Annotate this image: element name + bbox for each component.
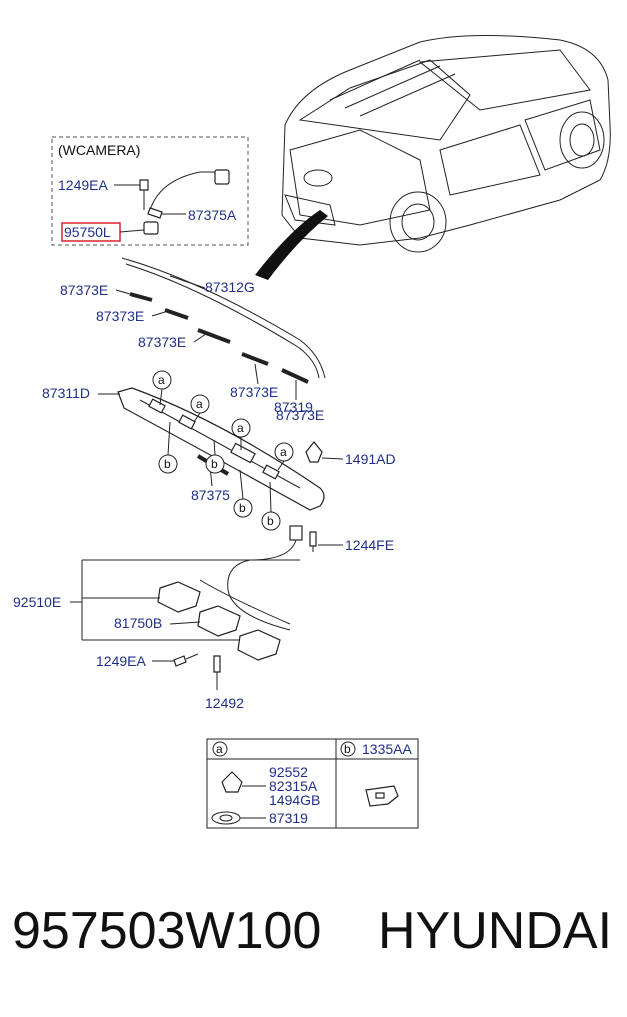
label-87375A: 87375A: [188, 207, 237, 223]
vehicle-illustration: [255, 34, 611, 280]
wiring-harness: 1244FE 92510E 81750B 1249EA 12492: [13, 525, 394, 711]
callout-b: b: [158, 421, 178, 474]
callout-b: b: [205, 439, 225, 474]
svg-text:a: a: [158, 373, 165, 387]
label-1249EA-camera: 1249EA: [58, 177, 108, 193]
camera-inset: (WCAMERA) 1249EA 87375A 95750L: [51, 136, 249, 246]
callout-a: a: [274, 442, 294, 471]
label-1491AD: 1491AD: [345, 451, 396, 467]
callout-b: b: [233, 469, 253, 518]
legend-a-part-3: 1494GB: [269, 792, 320, 808]
svg-text:b: b: [267, 514, 274, 528]
legend-a-washer: 87319: [269, 810, 308, 826]
svg-text:b: b: [164, 457, 171, 471]
callouts: a a a a b b b b: [152, 370, 294, 531]
legend-b-letter: b: [344, 742, 351, 756]
label-1244FE: 1244FE: [345, 537, 394, 553]
svg-text:b: b: [211, 457, 218, 471]
trim-molding: 87312G 87373E 87373E 87373E 87373E 87319…: [60, 257, 326, 423]
legend-b-part: 1335AA: [362, 741, 412, 757]
legend-a-letter: a: [216, 742, 223, 756]
callout-b: b: [261, 481, 281, 531]
label-1249EA: 1249EA: [96, 653, 146, 669]
pointer-arrow: [255, 210, 328, 280]
label-87373E-1: 87373E: [60, 282, 108, 298]
label-87311D: 87311D: [42, 385, 90, 401]
label-87373E-3: 87373E: [138, 334, 186, 350]
label-12492: 12492: [205, 695, 244, 711]
label-81750B: 81750B: [114, 615, 162, 631]
garnish-panel: 87311D 87375 1491AD: [42, 385, 396, 511]
label-87373E-2: 87373E: [96, 308, 144, 324]
label-87312G: 87312G: [205, 279, 255, 295]
callout-a: a: [190, 394, 210, 423]
label-87375: 87375: [191, 487, 230, 503]
callout-a: a: [231, 418, 251, 450]
svg-text:a: a: [280, 445, 287, 459]
label-87319: 87319: [274, 399, 313, 415]
svg-text:a: a: [196, 397, 203, 411]
legend-a-part-1: 92552: [269, 764, 308, 780]
svg-text:b: b: [239, 501, 246, 515]
part-number-caption: 957503W100: [12, 902, 322, 960]
camera-box-title: (WCAMERA): [58, 142, 140, 158]
label-92510E: 92510E: [13, 594, 61, 610]
parts-diagram: (WCAMERA) 1249EA 87375A 95750L 87312G 87…: [13, 34, 611, 829]
svg-text:a: a: [237, 421, 244, 435]
callout-a: a: [152, 370, 172, 406]
label-87373E-5: 87373E: [276, 407, 324, 423]
legend-table: a b 1335AA 92552 82315A 1494GB 87319: [206, 738, 419, 829]
label-87373E-4: 87373E: [230, 384, 278, 400]
brand-caption: HYUNDAI: [378, 902, 613, 960]
label-95750L: 95750L: [64, 224, 111, 240]
legend-a-part-2: 82315A: [269, 778, 318, 794]
